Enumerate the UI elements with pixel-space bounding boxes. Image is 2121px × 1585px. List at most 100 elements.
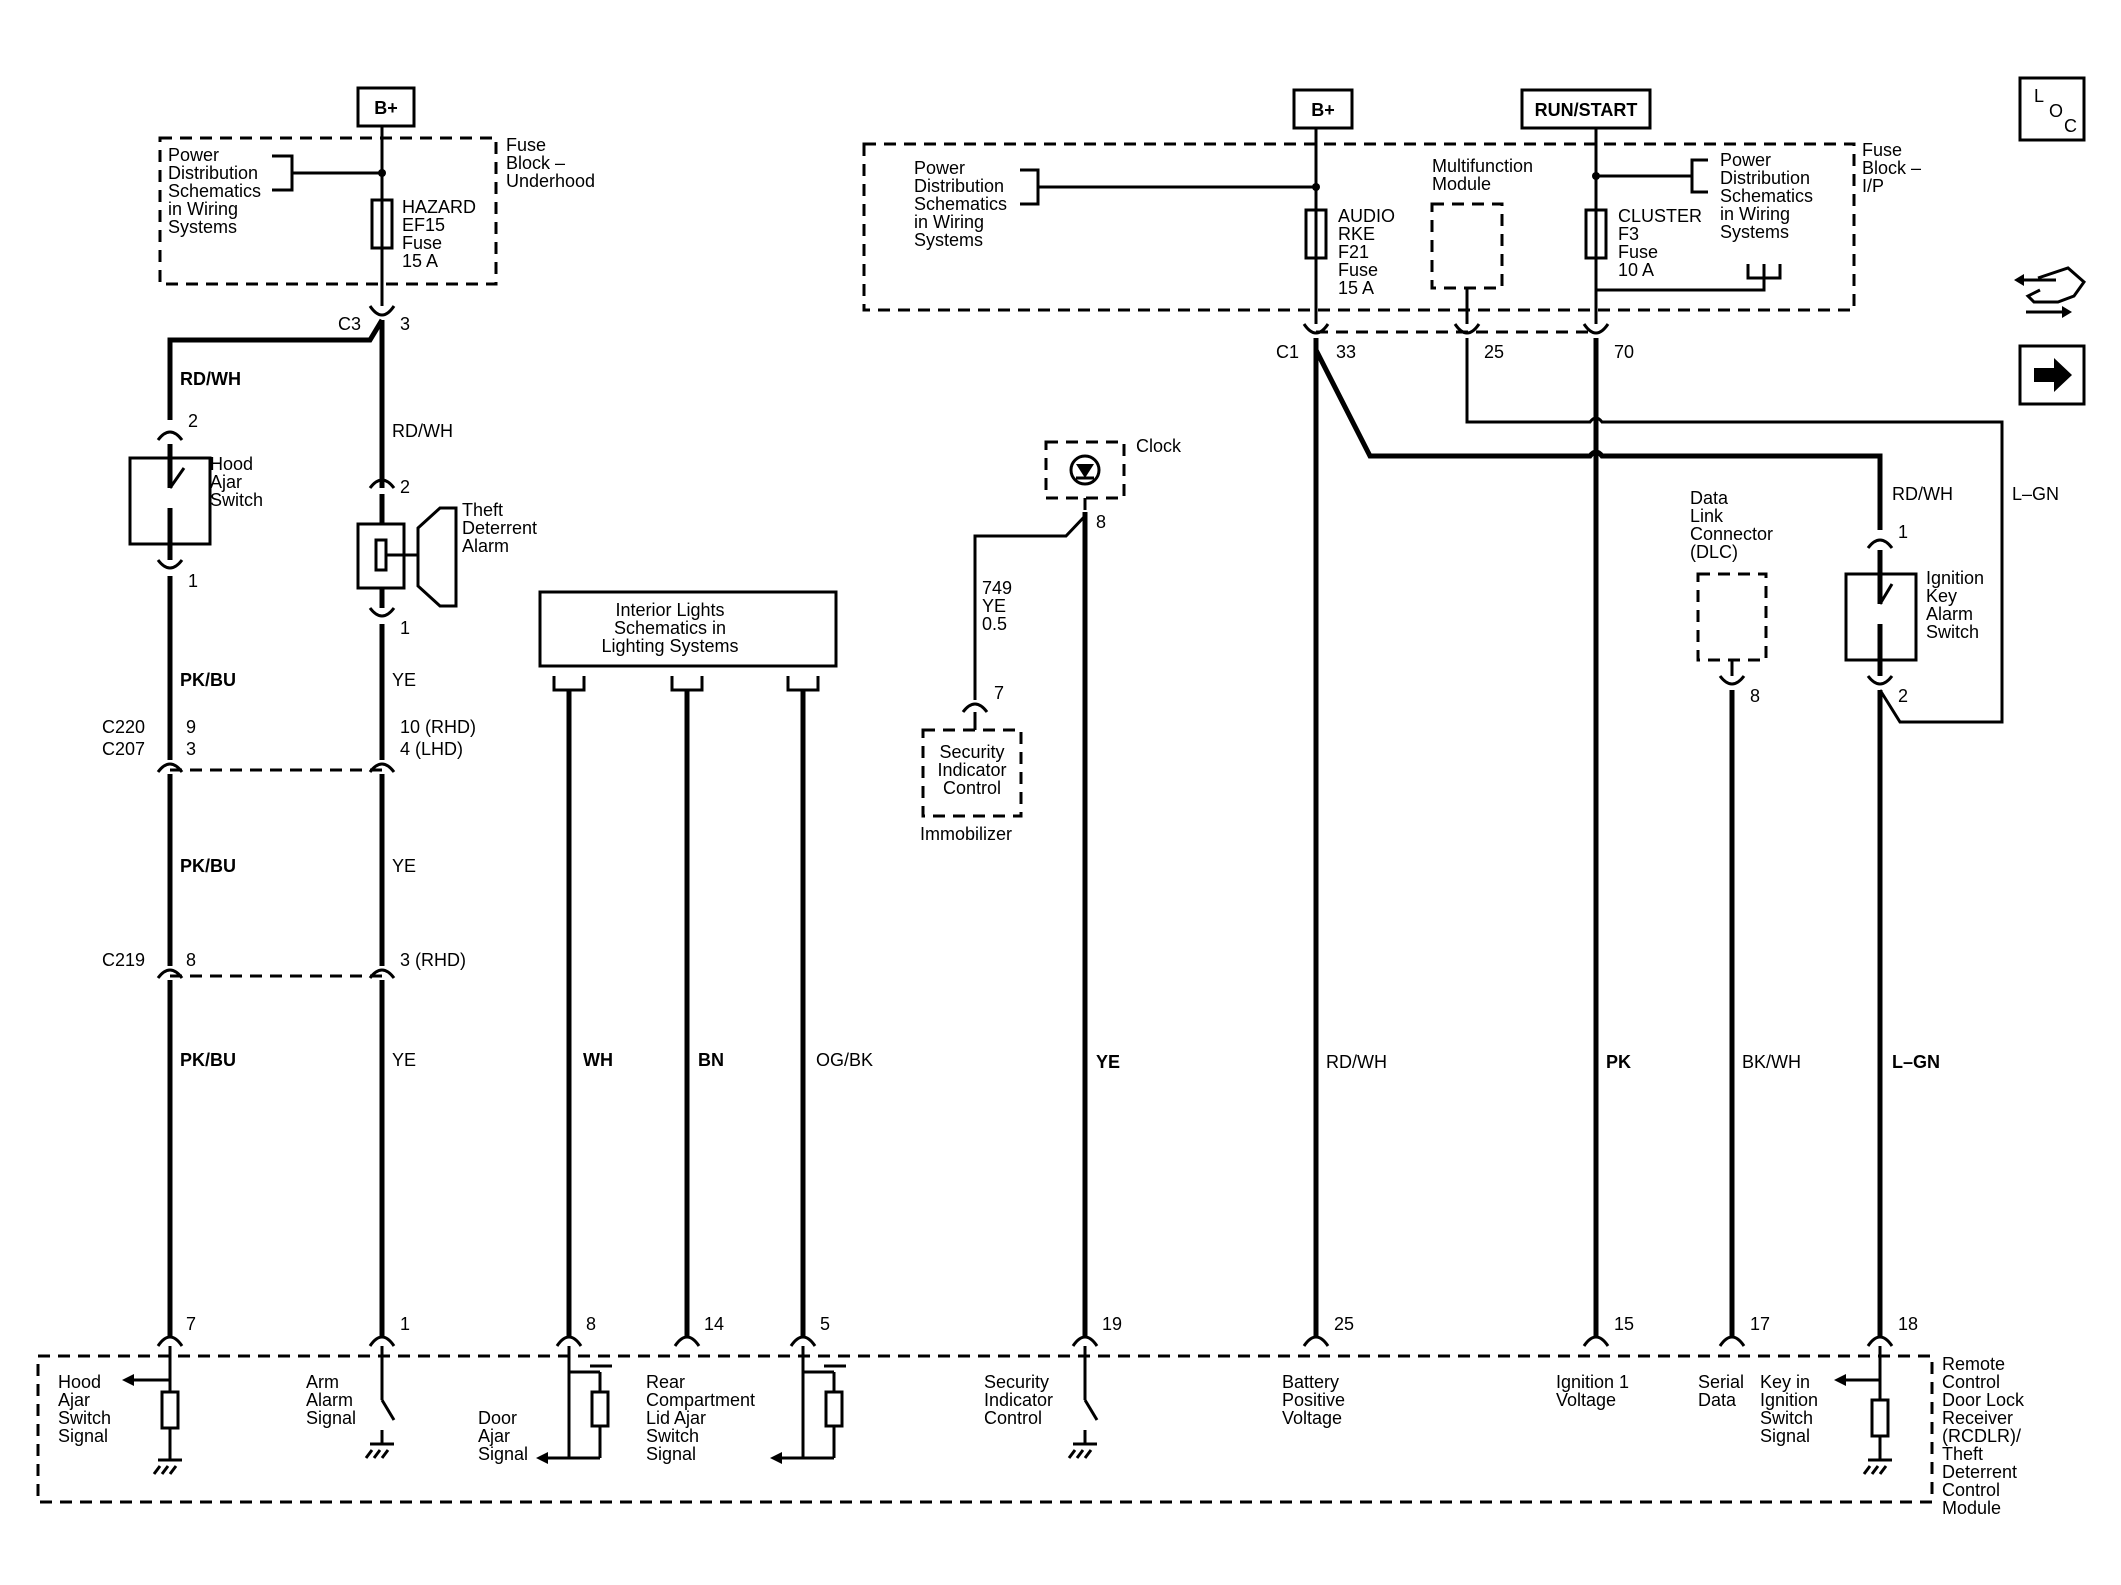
- svg-text:Signal: Signal: [58, 1426, 108, 1446]
- svg-text:Door Lock: Door Lock: [1942, 1390, 2025, 1410]
- svg-text:10 (RHD): 10 (RHD): [400, 717, 476, 737]
- wire-label-ye-2: YE: [392, 856, 416, 876]
- svg-text:18: 18: [1898, 1314, 1918, 1334]
- svg-text:CLUSTER: CLUSTER: [1618, 206, 1702, 226]
- svg-text:Schematics: Schematics: [168, 181, 261, 201]
- rcdlr-module-outline: [36, 1354, 1934, 1504]
- svg-text:Distribution: Distribution: [914, 176, 1004, 196]
- wire-rd-wh-hood: [167, 318, 385, 420]
- signal-security-indicator: Security Indicator Control: [984, 1372, 1053, 1428]
- b-plus-left-label: B+: [356, 86, 416, 128]
- c220-c207-inline-connector: C220 C207 9 3 10 (RHD) 4 (LHD): [102, 717, 476, 774]
- svg-text:Ignition 1: Ignition 1: [1556, 1372, 1629, 1392]
- svg-text:Deterrent: Deterrent: [1942, 1462, 2017, 1482]
- svg-text:Key: Key: [1926, 586, 1957, 606]
- data-link-connector: Data Link Connector (DLC) 8: [1690, 488, 1773, 706]
- svg-text:Control: Control: [1942, 1480, 2000, 1500]
- svg-text:Switch: Switch: [210, 490, 263, 510]
- svg-text:I/P: I/P: [1862, 176, 1884, 196]
- svg-text:Fuse: Fuse: [1862, 140, 1902, 160]
- svg-text:Fuse: Fuse: [1618, 242, 1658, 262]
- svg-text:Theft: Theft: [1942, 1444, 1983, 1464]
- svg-text:3: 3: [186, 739, 196, 759]
- svg-text:Schematics: Schematics: [914, 194, 1007, 214]
- svg-text:Security: Security: [984, 1372, 1049, 1392]
- ignition-key-alarm-switch: 1 2 Ignition Key Alarm Switch: [1844, 522, 1984, 706]
- signal-arm-alarm: Arm Alarm Signal: [306, 1372, 356, 1428]
- svg-text:Receiver: Receiver: [1942, 1408, 2013, 1428]
- wire-label-ye-1: YE: [392, 670, 416, 690]
- svg-text:Fuse: Fuse: [1338, 260, 1378, 280]
- module-pin-connectors: 7 1 8 14 5 19 25 15 17 18: [156, 1314, 1918, 1347]
- run-start-label: RUN/START: [1520, 88, 1652, 130]
- svg-text:Deterrent: Deterrent: [462, 518, 537, 538]
- svg-text:in Wiring: in Wiring: [168, 199, 238, 219]
- svg-text:Arm: Arm: [306, 1372, 339, 1392]
- svg-text:Connector: Connector: [1690, 524, 1773, 544]
- svg-text:Ajar: Ajar: [478, 1426, 510, 1446]
- svg-text:Lid Ajar: Lid Ajar: [646, 1408, 706, 1428]
- wire-label-wh: WH: [583, 1050, 613, 1070]
- fuse-block-underhood-label: Fuse Block – Underhood: [506, 135, 595, 191]
- loc-icon[interactable]: L O C: [2018, 76, 2086, 142]
- svg-text:15: 15: [1614, 1314, 1634, 1334]
- svg-text:L: L: [2034, 86, 2044, 106]
- svg-text:Ajar: Ajar: [210, 472, 242, 492]
- security-indicator-switch-circuit: [1067, 1346, 1099, 1459]
- svg-text:Signal: Signal: [1760, 1426, 1810, 1446]
- svg-text:Indicator: Indicator: [984, 1390, 1053, 1410]
- svg-text:Schematics in: Schematics in: [614, 618, 726, 638]
- arrow-right-icon[interactable]: [2018, 344, 2086, 406]
- svg-text:Distribution: Distribution: [168, 163, 258, 183]
- svg-text:C219: C219: [102, 950, 145, 970]
- power-distribution-reference-right: Power Distribution Schematics in Wiring …: [1592, 150, 1813, 292]
- wire-label-l-gn: L–GN: [2012, 484, 2059, 504]
- signal-rear-compartment: Rear Compartment Lid Ajar Switch Signal: [646, 1372, 755, 1464]
- key-in-ignition-input-circuit: [1834, 1346, 1892, 1475]
- audio-fuse: AUDIO RKE F21 Fuse 15 A: [1304, 206, 1395, 298]
- svg-text:F3: F3: [1618, 224, 1639, 244]
- svg-text:HAZARD: HAZARD: [402, 197, 476, 217]
- hazard-fuse: HAZARD EF15 Fuse 15 A: [370, 197, 476, 271]
- svg-text:Serial: Serial: [1698, 1372, 1744, 1392]
- svg-text:Ignition: Ignition: [1760, 1390, 1818, 1410]
- wire-label-pk-bu-1: PK/BU: [180, 670, 236, 690]
- svg-text:Data: Data: [1698, 1390, 1737, 1410]
- svg-text:AUDIO: AUDIO: [1338, 206, 1395, 226]
- svg-text:8: 8: [586, 1314, 596, 1334]
- power-distribution-reference-left: Power Distribution Schematics in Wiring …: [168, 145, 386, 237]
- svg-text:Switch: Switch: [646, 1426, 699, 1446]
- svg-text:(RCDLR)/: (RCDLR)/: [1942, 1426, 2021, 1446]
- svg-text:8: 8: [1096, 512, 1106, 532]
- svg-text:C: C: [2064, 116, 2077, 136]
- svg-text:Indicator: Indicator: [937, 760, 1006, 780]
- svg-text:5: 5: [820, 1314, 830, 1334]
- svg-text:Block –: Block –: [1862, 158, 1921, 178]
- svg-text:Battery: Battery: [1282, 1372, 1339, 1392]
- svg-text:Control: Control: [1942, 1372, 2000, 1392]
- svg-text:1: 1: [1898, 522, 1908, 542]
- svg-text:in Wiring: in Wiring: [914, 212, 984, 232]
- svg-text:C207: C207: [102, 739, 145, 759]
- svg-text:Signal: Signal: [646, 1444, 696, 1464]
- wire-label-pk-bu-3: PK/BU: [180, 1050, 236, 1070]
- svg-text:8: 8: [186, 950, 196, 970]
- signal-door-ajar: Door Ajar Signal: [478, 1408, 528, 1464]
- wire-label-ye-3: YE: [392, 1050, 416, 1070]
- signal-serial-data: Serial Data: [1698, 1372, 1744, 1410]
- c3-connector: [368, 305, 396, 317]
- power-distribution-reference-mid: Power Distribution Schematics in Wiring …: [914, 158, 1320, 250]
- svg-text:EF15: EF15: [402, 215, 445, 235]
- svg-text:7: 7: [994, 683, 1004, 703]
- wrench-exchange-icon[interactable]: [2014, 266, 2087, 318]
- svg-text:Alarm: Alarm: [306, 1390, 353, 1410]
- fuse-block-underhood-outline: [158, 136, 498, 286]
- interior-lights-reference: Interior Lights Schematics in Lighting S…: [538, 590, 838, 692]
- svg-text:Interior Lights: Interior Lights: [615, 600, 724, 620]
- svg-text:Power: Power: [1720, 150, 1771, 170]
- hood-ajar-switch: 2 1 Hood Ajar Switch: [128, 411, 263, 591]
- svg-text:in Wiring: in Wiring: [1720, 204, 1790, 224]
- svg-text:Module: Module: [1942, 1498, 2001, 1518]
- svg-text:19: 19: [1102, 1314, 1122, 1334]
- wire-label-ye-clock: YE: [1096, 1052, 1120, 1072]
